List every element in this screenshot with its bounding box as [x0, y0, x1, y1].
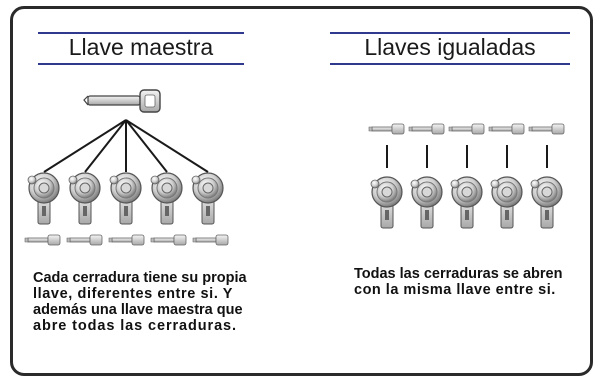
lock-icon [450, 176, 483, 229]
lock-icon [27, 172, 60, 225]
key-icon [488, 123, 525, 135]
right-caption: Todas las cerraduras se abren con la mis… [354, 266, 589, 298]
right-title-rule-top [330, 32, 570, 34]
key-icon [448, 123, 485, 135]
key-icon [66, 234, 103, 246]
lock-icon [370, 176, 403, 229]
key-icon [368, 123, 405, 135]
key-icon [150, 234, 187, 246]
key-icon [528, 123, 565, 135]
lock-icon [490, 176, 523, 229]
lock-icon [410, 176, 443, 229]
lock-icon [191, 172, 224, 225]
left-keys [24, 234, 229, 246]
key-icon [108, 234, 145, 246]
lock-icon [150, 172, 183, 225]
right-keys [368, 123, 565, 135]
key-icon [408, 123, 445, 135]
lock-icon [109, 172, 142, 225]
right-locks [370, 176, 563, 229]
left-caption-line: abre todas las cerraduras. [33, 318, 237, 334]
right-title-rule-bottom [330, 63, 570, 65]
key-icon [24, 234, 61, 246]
key-icon [192, 234, 229, 246]
lock-icon [68, 172, 101, 225]
master-key-icon [83, 89, 161, 113]
right-connection-lines [386, 145, 548, 168]
left-caption-line: llave, diferentes entre si. Y [33, 286, 234, 302]
left-title-rule-bottom [38, 63, 244, 65]
right-caption-line: con la misma llave entre si. [354, 282, 556, 298]
right-caption-line: Todas las cerraduras se abren [354, 266, 563, 282]
left-caption-line: Cada cerradura tiene su propia [33, 270, 247, 286]
lock-icon [530, 176, 563, 229]
left-caption: Cada cerradura tiene su propia llave, di… [33, 270, 263, 334]
left-caption-line: además una llave maestra que [33, 302, 243, 318]
left-title-rule-top [38, 32, 244, 34]
left-locks [27, 172, 224, 225]
connection-lines [43, 119, 209, 173]
left-title: Llave maestra [68, 34, 214, 60]
right-title: Llaves igualadas [364, 34, 536, 60]
